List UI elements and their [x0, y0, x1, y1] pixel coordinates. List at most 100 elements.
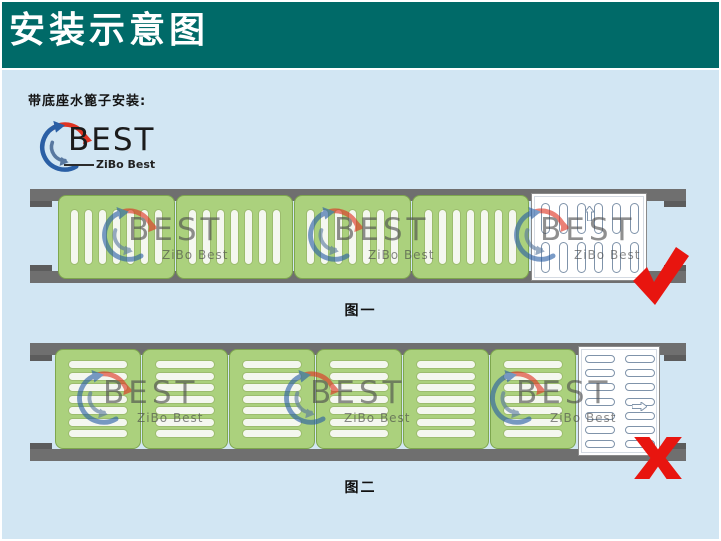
outline-grate-slot	[612, 203, 622, 234]
grate-slot	[480, 209, 489, 265]
grate-slot	[376, 209, 385, 265]
grate-slot	[155, 429, 215, 438]
grate-slot	[503, 429, 563, 438]
grate-slot	[68, 371, 128, 381]
grate-slot	[112, 209, 121, 265]
best-logo: BEST ZiBo Best	[38, 118, 218, 178]
outline-grate-slot-row	[585, 411, 655, 420]
grate-slot	[155, 371, 215, 381]
grate-slot	[244, 209, 253, 265]
logo-underline	[64, 164, 94, 166]
outline-grate-slot	[594, 203, 604, 234]
outline-grate-slot	[625, 355, 655, 363]
green-grate	[294, 195, 411, 279]
grate-slot	[390, 209, 399, 265]
outline-grate-slot-row	[585, 355, 655, 363]
grate-slot	[242, 383, 302, 392]
grate-slot	[416, 371, 476, 381]
rail-end-tab	[664, 201, 686, 207]
grate-slot	[155, 360, 215, 369]
logo-subname: ZiBo Best	[96, 158, 156, 171]
grate-slot	[503, 406, 563, 415]
grate-slot	[416, 383, 476, 392]
grate-slot	[155, 394, 215, 404]
grate-slot	[329, 394, 389, 404]
right-arrow-icon	[631, 396, 648, 415]
cross-icon	[634, 437, 682, 483]
outline-grate-slot	[585, 440, 615, 449]
title-banner: 安装示意图	[2, 2, 719, 68]
grate-slot	[508, 209, 517, 265]
outline-grate-slot	[585, 369, 615, 378]
grate-slot	[140, 209, 149, 265]
grate-slot	[242, 406, 302, 415]
rail-end-tab	[30, 265, 52, 271]
grate-slot	[438, 209, 447, 265]
outline-grate-slot-row	[541, 242, 639, 273]
grate-slot	[329, 383, 389, 392]
green-grate	[412, 195, 529, 279]
grate-slot	[242, 360, 302, 369]
outline-grate-slot	[625, 369, 655, 378]
outline-grate-slot	[629, 242, 639, 273]
outline-grate-slot-row	[585, 426, 655, 434]
grate-slot	[188, 209, 197, 265]
outline-grate-slot	[585, 383, 615, 392]
grate-slot	[329, 371, 389, 381]
grate-slot	[258, 209, 267, 265]
grate-slot	[503, 417, 563, 427]
rail-end-tab	[30, 355, 52, 361]
grate-slot	[98, 209, 107, 265]
outline-grate-slot	[585, 355, 615, 363]
grate-slot	[155, 417, 215, 427]
outline-grate-slot	[558, 203, 568, 234]
grate-slot	[68, 429, 128, 438]
grate-slot	[155, 383, 215, 392]
grate-slot	[242, 429, 302, 438]
figure-2-caption: 图二	[344, 480, 377, 496]
grate-slot	[503, 383, 563, 392]
grate-slot	[416, 417, 476, 427]
logo-name: BEST	[68, 122, 156, 158]
green-grate	[403, 349, 489, 449]
green-grate	[55, 349, 141, 449]
figure-1-caption: 图一	[344, 303, 377, 319]
grate-slot	[126, 209, 135, 265]
grate-slot	[306, 209, 315, 265]
rail-end-tab	[30, 443, 52, 449]
grate-slot	[494, 209, 503, 265]
grate-slot	[503, 394, 563, 404]
green-grate	[490, 349, 576, 449]
grate-slot	[68, 383, 128, 392]
grate-slot	[242, 371, 302, 381]
grate-slot	[154, 209, 163, 265]
grate-slot	[329, 406, 389, 415]
outline-grate-slot	[612, 242, 622, 273]
grate-slot	[329, 360, 389, 369]
outline-grate-slot	[541, 242, 550, 273]
grate-slot	[416, 406, 476, 415]
green-grate	[58, 195, 175, 279]
outline-grate-slot	[558, 242, 568, 273]
grate-slot	[452, 209, 461, 265]
best-logo-swirl-icon	[38, 118, 92, 180]
channel-rail-bottom	[30, 449, 686, 461]
grate-slot	[70, 209, 79, 265]
grate-slot	[503, 371, 563, 381]
up-arrow-icon	[584, 205, 595, 225]
outline-grate-slot	[541, 203, 550, 234]
outline-grate-slot-row	[585, 369, 655, 378]
outline-grate-slot	[625, 426, 655, 434]
grate-slot	[320, 209, 329, 265]
outline-grate-slot	[585, 397, 615, 406]
grate-slot	[68, 360, 128, 369]
outline-grate-slot	[585, 426, 615, 434]
outline-grate-slot	[625, 383, 655, 392]
grate-slot	[68, 406, 128, 415]
outline-grate-slot	[585, 411, 615, 420]
grate-slot	[503, 360, 563, 369]
outline-grate	[531, 193, 647, 281]
grate-slot	[416, 429, 476, 438]
